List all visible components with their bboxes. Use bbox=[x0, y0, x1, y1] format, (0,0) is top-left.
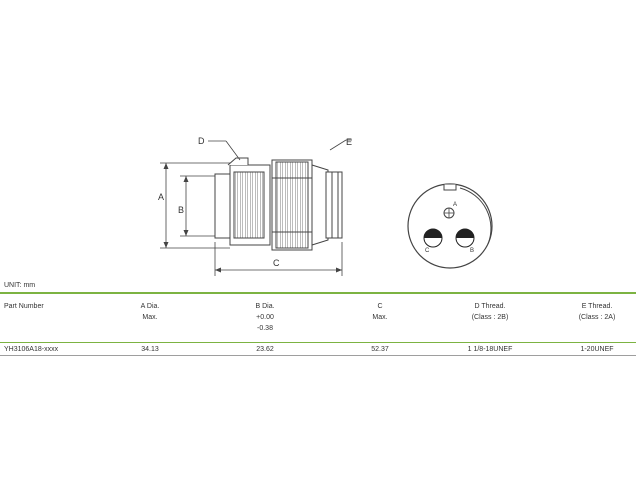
front-view bbox=[407, 183, 493, 269]
header-part-number: Part Number bbox=[4, 303, 44, 310]
pin-label-c: C bbox=[425, 248, 430, 254]
pin-label-a: A bbox=[453, 202, 457, 208]
connector-drawing: A B C D E A C B bbox=[158, 136, 493, 276]
label-a: A bbox=[158, 192, 164, 202]
header-a-dia: A Dia. Max. bbox=[140, 303, 160, 321]
cell-e-thread: 1-20UNEF bbox=[580, 346, 614, 353]
table-top-rule bbox=[0, 292, 636, 294]
dimension-lines bbox=[160, 139, 352, 276]
cell-a-dia: 34.13 bbox=[141, 346, 159, 353]
table-header-rule bbox=[0, 342, 636, 343]
cell-d-thread: 1 1/8-18UNEF bbox=[467, 346, 513, 353]
unit-label: UNIT: mm bbox=[4, 282, 36, 289]
header-e-thread: E Thread. (Class : 2A) bbox=[578, 303, 616, 321]
side-view bbox=[214, 157, 343, 251]
label-e: E bbox=[346, 137, 352, 147]
cell-b-dia: 23.62 bbox=[256, 346, 274, 353]
table-bottom-rule bbox=[0, 355, 636, 356]
header-b-dia: B Dia. +0.00 -0.38 bbox=[255, 303, 275, 332]
label-b: B bbox=[178, 205, 184, 215]
dimension-arrows bbox=[163, 163, 342, 273]
header-d-thread: D Thread. (Class : 2B) bbox=[471, 303, 509, 321]
label-d: D bbox=[198, 136, 205, 146]
label-c: C bbox=[273, 258, 280, 268]
cell-part-number: YH3106A18-xxxx bbox=[4, 346, 59, 353]
cell-c: 52.37 bbox=[371, 346, 389, 353]
pin-label-b: B bbox=[470, 248, 474, 254]
header-c: C Max. bbox=[372, 303, 388, 321]
